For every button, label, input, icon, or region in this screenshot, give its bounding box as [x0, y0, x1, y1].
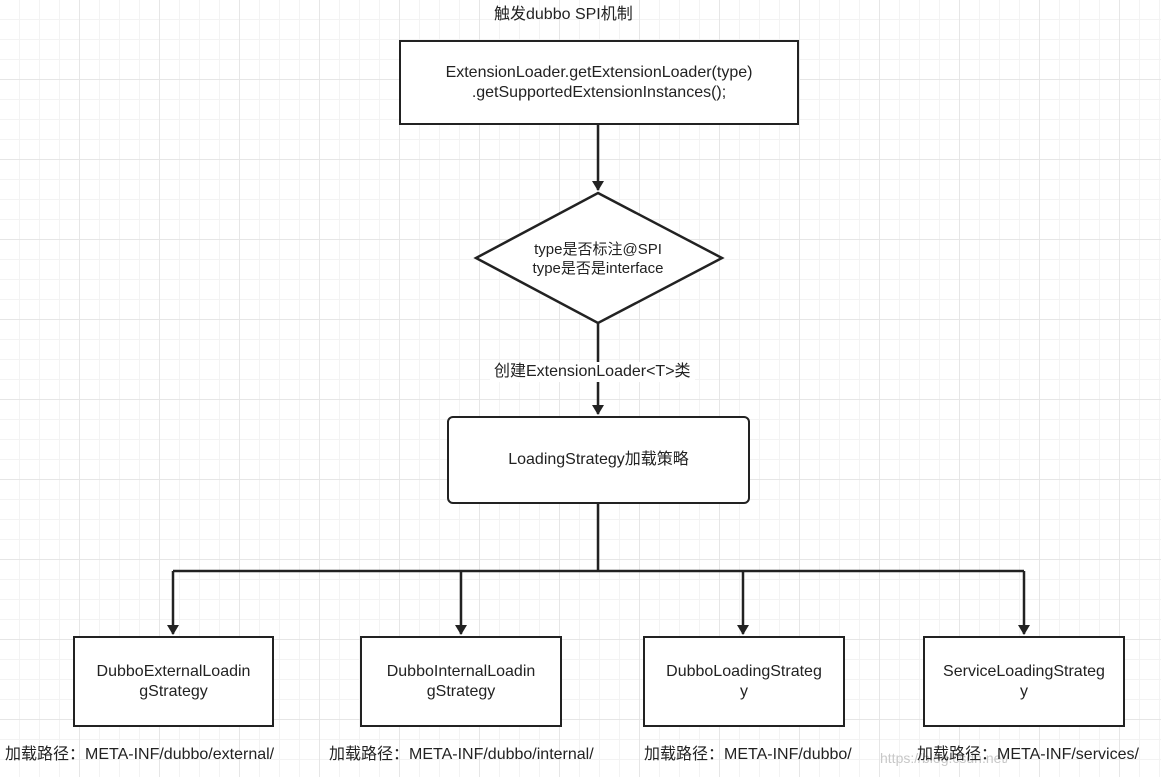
dubbo-strategy-node: DubboLoadingStrateg y [643, 636, 845, 727]
watermark: https://blog.csdn.net/ [880, 750, 1010, 766]
dubbo-path-label: 加载路径：META-INF/dubbo/ [644, 746, 852, 763]
entry-call-node: ExtensionLoader.getExtensionLoader(type)… [399, 40, 799, 125]
create-loader-edge-label: 创建ExtensionLoader<T>类 [490, 362, 695, 382]
external-strategy-node: DubboExternalLoadin gStrategy [73, 636, 274, 727]
diagram-title: 触发dubbo SPI机制 [494, 6, 633, 23]
external-path-label: 加载路径：META-INF/dubbo/external/ [5, 746, 275, 763]
loading-strategy-node: LoadingStrategy加载策略 [447, 416, 750, 504]
spi-check-diamond [473, 191, 725, 325]
services-strategy-node: ServiceLoadingStrateg y [923, 636, 1125, 727]
internal-strategy-node: DubboInternalLoadin gStrategy [360, 636, 562, 727]
internal-path-label: 加载路径：META-INF/dubbo/internal/ [329, 746, 594, 763]
spi-check-label: type是否标注@SPI type是否是interface [532, 241, 664, 277]
services-path-label: 加载路径：META-INF/services/ [917, 746, 1139, 763]
